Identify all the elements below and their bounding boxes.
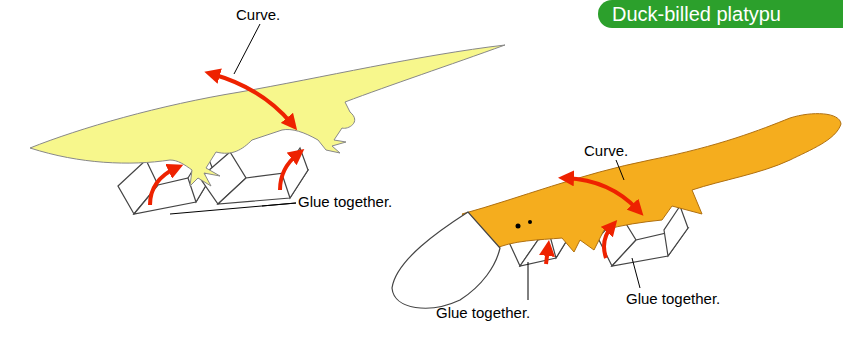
fold-arrow xyxy=(150,74,298,205)
leader-line xyxy=(528,160,640,300)
instruction-label: Curve. xyxy=(584,142,628,159)
platypus-body xyxy=(462,114,841,252)
instruction-label: Glue together. xyxy=(626,290,720,307)
title-badge: Duck-billed platypu xyxy=(598,0,843,28)
title-text: Duck-billed platypu xyxy=(612,3,781,26)
platypus-bill xyxy=(392,212,500,308)
lizard-body xyxy=(30,45,505,186)
platypus-eye xyxy=(516,220,533,229)
instruction-label: Glue together. xyxy=(436,304,530,321)
leader-line xyxy=(170,24,296,214)
instruction-label: Curve. xyxy=(236,6,280,23)
fold-arrow xyxy=(546,178,638,264)
instruction-label: Glue together. xyxy=(298,193,392,210)
